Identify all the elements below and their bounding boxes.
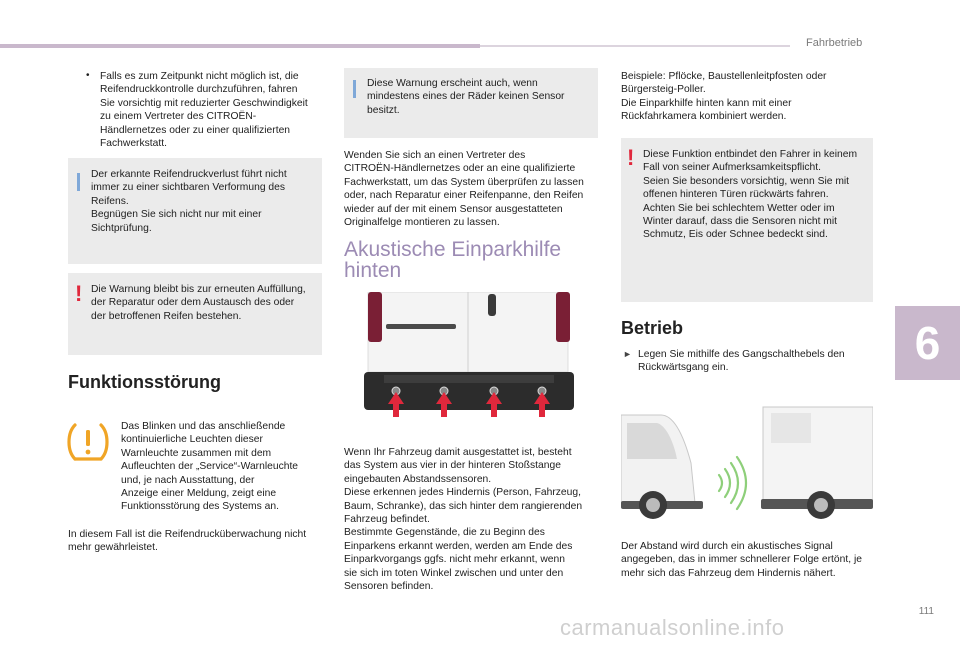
text-line: besitzt.	[367, 104, 400, 116]
text-line: Legen Sie mithilfe des Gangschalthebels …	[638, 349, 845, 360]
text-line: das System aus vier in der hinteren Stoß…	[344, 460, 561, 472]
heading-line: hinten	[344, 259, 402, 282]
signal-text: Der Abstand wird durch ein akustisches S…	[621, 540, 862, 580]
text-line: Schmutz, Eis oder Schnee bedeckt sind.	[643, 229, 828, 241]
text-line: Achten Sie bei schlechtem Wetter oder im	[643, 202, 835, 214]
text-line: eingebauten Abstandssensoren.	[344, 473, 492, 485]
text-line: Fall von seiner Aufmerksamkeitspflicht.	[643, 162, 821, 174]
page-number: 111	[918, 606, 934, 617]
parking-signal-illustration	[620, 403, 874, 525]
text-line: Rückfahrkamera kombiniert werden.	[621, 111, 787, 123]
info-box-text: Diese Warnung erscheint auch, wenn minde…	[367, 77, 564, 117]
text-line: angegeben, das in immer schnellerer Folg…	[621, 554, 862, 566]
text-line: Beispiele: Pflöcke, Baustellenleitpfoste…	[621, 71, 827, 82]
text-line: wieder auf der mit einem Sensor ausgesta…	[344, 203, 563, 215]
warning-box	[621, 138, 873, 302]
header-rule	[480, 45, 790, 47]
text-line: immer zu einer sichtbaren Verformung des	[91, 182, 286, 194]
text-line: Die Einparkhilfe hinten kann mit einer	[621, 97, 792, 109]
text-line: In diesem Fall ist die Reifendrucküberwa…	[68, 529, 307, 540]
text-line: Der Abstand wird durch ein akustisches S…	[621, 541, 833, 552]
text-line: der betroffenen Reifen bestehen.	[91, 310, 242, 322]
header-accent-bar	[0, 44, 480, 48]
text-line: Funktionsstörung des Systems an.	[121, 501, 279, 513]
text-line: Bürgersteig-Poller.	[621, 84, 706, 96]
text-line: Fachwerkstatt, um das System überprüfen …	[344, 176, 584, 188]
text-line: Sichtprüfung.	[91, 222, 152, 234]
system-description: Wenn Ihr Fahrzeug damit ausgestattet ist…	[344, 446, 582, 593]
note-text: In diesem Fall ist die Reifendrucküberwa…	[68, 528, 306, 555]
text-line: und, je nach Ausstattung, der	[121, 474, 255, 486]
text-line: Diese erkennen jedes Hindernis (Person, …	[344, 487, 581, 499]
text-line: Aufleuchten der „Service“-Warnleuchte	[121, 461, 299, 473]
text-line: der Reparatur oder dem Austausch des ode…	[91, 297, 295, 309]
info-icon	[77, 173, 80, 191]
text-line: Wenn Ihr Fahrzeug damit ausgestattet ist…	[344, 447, 572, 458]
text-line: Anzeige einer Meldung, zeigt eine	[121, 488, 277, 500]
text-line: Fachwerkstatt.	[100, 138, 167, 150]
heading-parking-aid: Akustische Einparkhilfe hinten	[344, 239, 561, 281]
text-line: Die Warnung bleibt bis zur erneuten Auff…	[91, 284, 306, 295]
text-line: kontinuierliche Leuchten dieser	[121, 434, 263, 446]
text-line: Der erkannte Reifendruckverlust führt ni…	[91, 169, 287, 180]
warning-icon: !	[75, 281, 83, 306]
info-icon	[353, 80, 356, 98]
text-line: Rückwärtsgang ein.	[638, 362, 729, 374]
bullet-dot: •	[86, 70, 90, 81]
text-line: mehr sich das Fahrzeug dem Hindernis näh…	[621, 567, 836, 579]
rear-bumper-illustration	[364, 291, 574, 418]
chapter-tab: 6	[895, 306, 960, 380]
warning-box-text: Die Warnung bleibt bis zur erneuten Auff…	[91, 283, 306, 323]
info-box	[344, 68, 598, 138]
text-line: oder, nach Reparatur einer Reifenpanne, …	[344, 190, 584, 202]
warning-box-text: Diese Funktion entbindet den Fahrer in k…	[643, 148, 857, 242]
examples-text: Beispiele: Pflöcke, Baustellenleitpfoste…	[621, 70, 827, 124]
text-line: Diese Funktion entbindet den Fahrer in k…	[643, 149, 858, 160]
section-title: Fahrbetrieb	[806, 37, 863, 49]
text-line: Begnügen Sie sich nicht nur mit einer	[91, 209, 262, 221]
dealer-text: Wenden Sie sich an einen Vertreter des C…	[344, 149, 584, 229]
step-text: Legen Sie mithilfe des Gangschalthebels …	[638, 348, 845, 375]
text-line: mehr gewährleistet.	[68, 542, 158, 554]
text-line: Bestimmte Gegenstände, die zu Beginn des	[344, 527, 545, 539]
heading-malfunction: Funktionsstörung	[68, 372, 221, 392]
text-line: Reifendruckkontrolle durchzuführen, fahr…	[100, 84, 298, 96]
text-line: Sensoren befinden.	[344, 581, 434, 593]
text-line: Warnleuchte zusammen mit dem	[121, 447, 272, 459]
heading-line: Akustische Einparkhilfe	[344, 238, 562, 261]
heading-operation: Betrieb	[621, 318, 684, 338]
malfunction-text: Das Blinken und das anschließende kontin…	[121, 420, 298, 514]
text-line: zu einem Vertreter des CITROËN-	[100, 111, 257, 123]
text-line: Baum, Schranke), das sich hinter dem ran…	[344, 500, 583, 512]
text-line: Einparkens erkannt werden, werden am End…	[344, 540, 573, 552]
warning-box	[68, 273, 322, 355]
text-line: Reifens.	[91, 195, 129, 207]
text-line: Diese Warnung erscheint auch, wenn	[367, 78, 538, 89]
text-line: Wenden Sie sich an einen Vertreter des	[344, 150, 526, 161]
text-line: Fahrzeug befindet.	[344, 514, 430, 526]
text-line: mindestens eines der Räder keinen Sensor	[367, 91, 565, 103]
text-line: Das Blinken und das anschließende	[121, 421, 286, 432]
step-arrow-icon: ►	[623, 349, 632, 359]
text-line: sie sich im toten Winkel zwischen und un…	[344, 567, 564, 579]
text-line: Originalfelge montieren zu lassen.	[344, 217, 500, 229]
bullet-text: Falls es zum Zeitpunkt nicht möglich ist…	[100, 70, 308, 150]
text-line: Händlernetzes oder zu einer qualifiziert…	[100, 124, 291, 136]
text-line: Winter darauf, dass die Sensoren nicht m…	[643, 216, 838, 228]
info-box-text: Der erkannte Reifendruckverlust führt ni…	[91, 168, 287, 235]
text-line: offenen hinteren Türen rückwärts fahren.	[643, 189, 829, 201]
warning-icon: !	[627, 145, 635, 170]
text-line: Falls es zum Zeitpunkt nicht möglich ist…	[100, 71, 299, 82]
text-line: CITROËN-Händlernetzes oder an eine quali…	[344, 163, 576, 175]
watermark: carmanualsonline.info	[560, 615, 785, 640]
tyre-warning-icon	[66, 420, 110, 464]
info-box	[68, 158, 322, 264]
text-line: Einparkvorgangs ggfs. nicht mehr erkannt…	[344, 554, 565, 566]
text-line: Sie vorsichtig mit reduzierter Geschwind…	[100, 97, 308, 109]
text-line: Seien Sie besonders vorsichtig, wenn Sie…	[643, 175, 850, 187]
